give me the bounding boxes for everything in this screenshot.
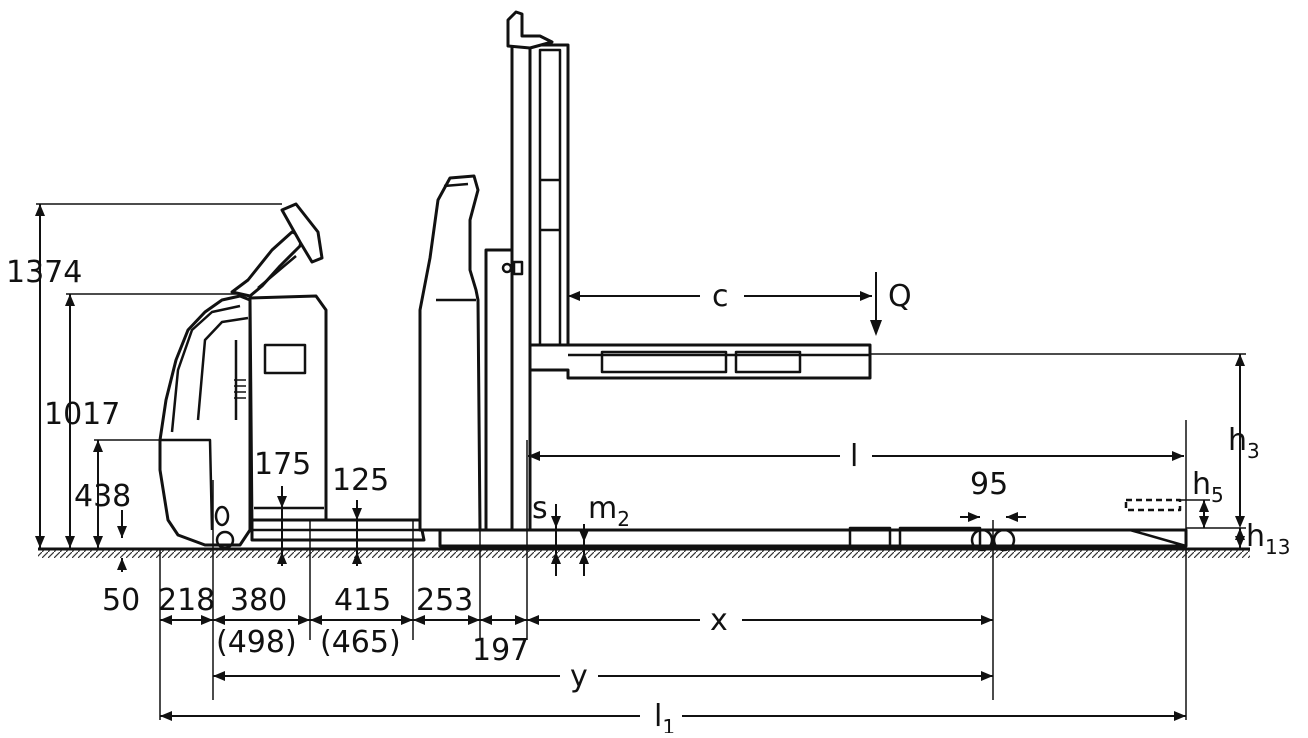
label-l: l — [850, 439, 858, 474]
label-197: 197 — [472, 633, 529, 668]
fork-carriage — [528, 343, 872, 380]
truck-rear-body — [158, 294, 252, 550]
platform-floor — [250, 518, 426, 542]
label-y: y — [570, 659, 588, 694]
control-panel — [248, 294, 328, 532]
label-h5: h5 — [1192, 467, 1224, 507]
label-380: 380 — [230, 583, 287, 618]
dimension-lines — [36, 203, 1246, 720]
operator-backrest — [418, 174, 482, 532]
label-175: 175 — [254, 447, 311, 482]
label-h13: h13 — [1246, 519, 1290, 559]
vent-grille — [234, 379, 246, 399]
ground — [38, 547, 1250, 558]
label-415: 415 — [334, 583, 391, 618]
label-125: 125 — [332, 463, 389, 498]
label-253: 253 — [416, 583, 473, 618]
steering-tiller — [230, 202, 324, 298]
label-x: x — [710, 603, 728, 638]
dimension-arrows — [35, 204, 1245, 721]
label-465: (465) — [320, 625, 401, 660]
dimension-labels: 1374 1017 438 50 175 125 c Q h3 l h5 h13… — [6, 255, 1290, 738]
label-c: c — [712, 279, 729, 314]
label-218: 218 — [158, 583, 215, 618]
label-438: 438 — [74, 479, 131, 514]
label-m2: m2 — [588, 491, 630, 531]
label-s: s — [532, 491, 548, 526]
label-95: 95 — [970, 467, 1008, 502]
fork-arm — [438, 498, 1188, 552]
label-l1: l1 — [654, 699, 675, 733]
label-Q: Q — [888, 279, 912, 314]
label-50: 50 — [102, 583, 140, 618]
label-1017: 1017 — [44, 397, 120, 432]
label-h3: h3 — [1228, 423, 1260, 463]
label-1374: 1374 — [6, 255, 82, 290]
label-498: (498) — [216, 625, 297, 660]
